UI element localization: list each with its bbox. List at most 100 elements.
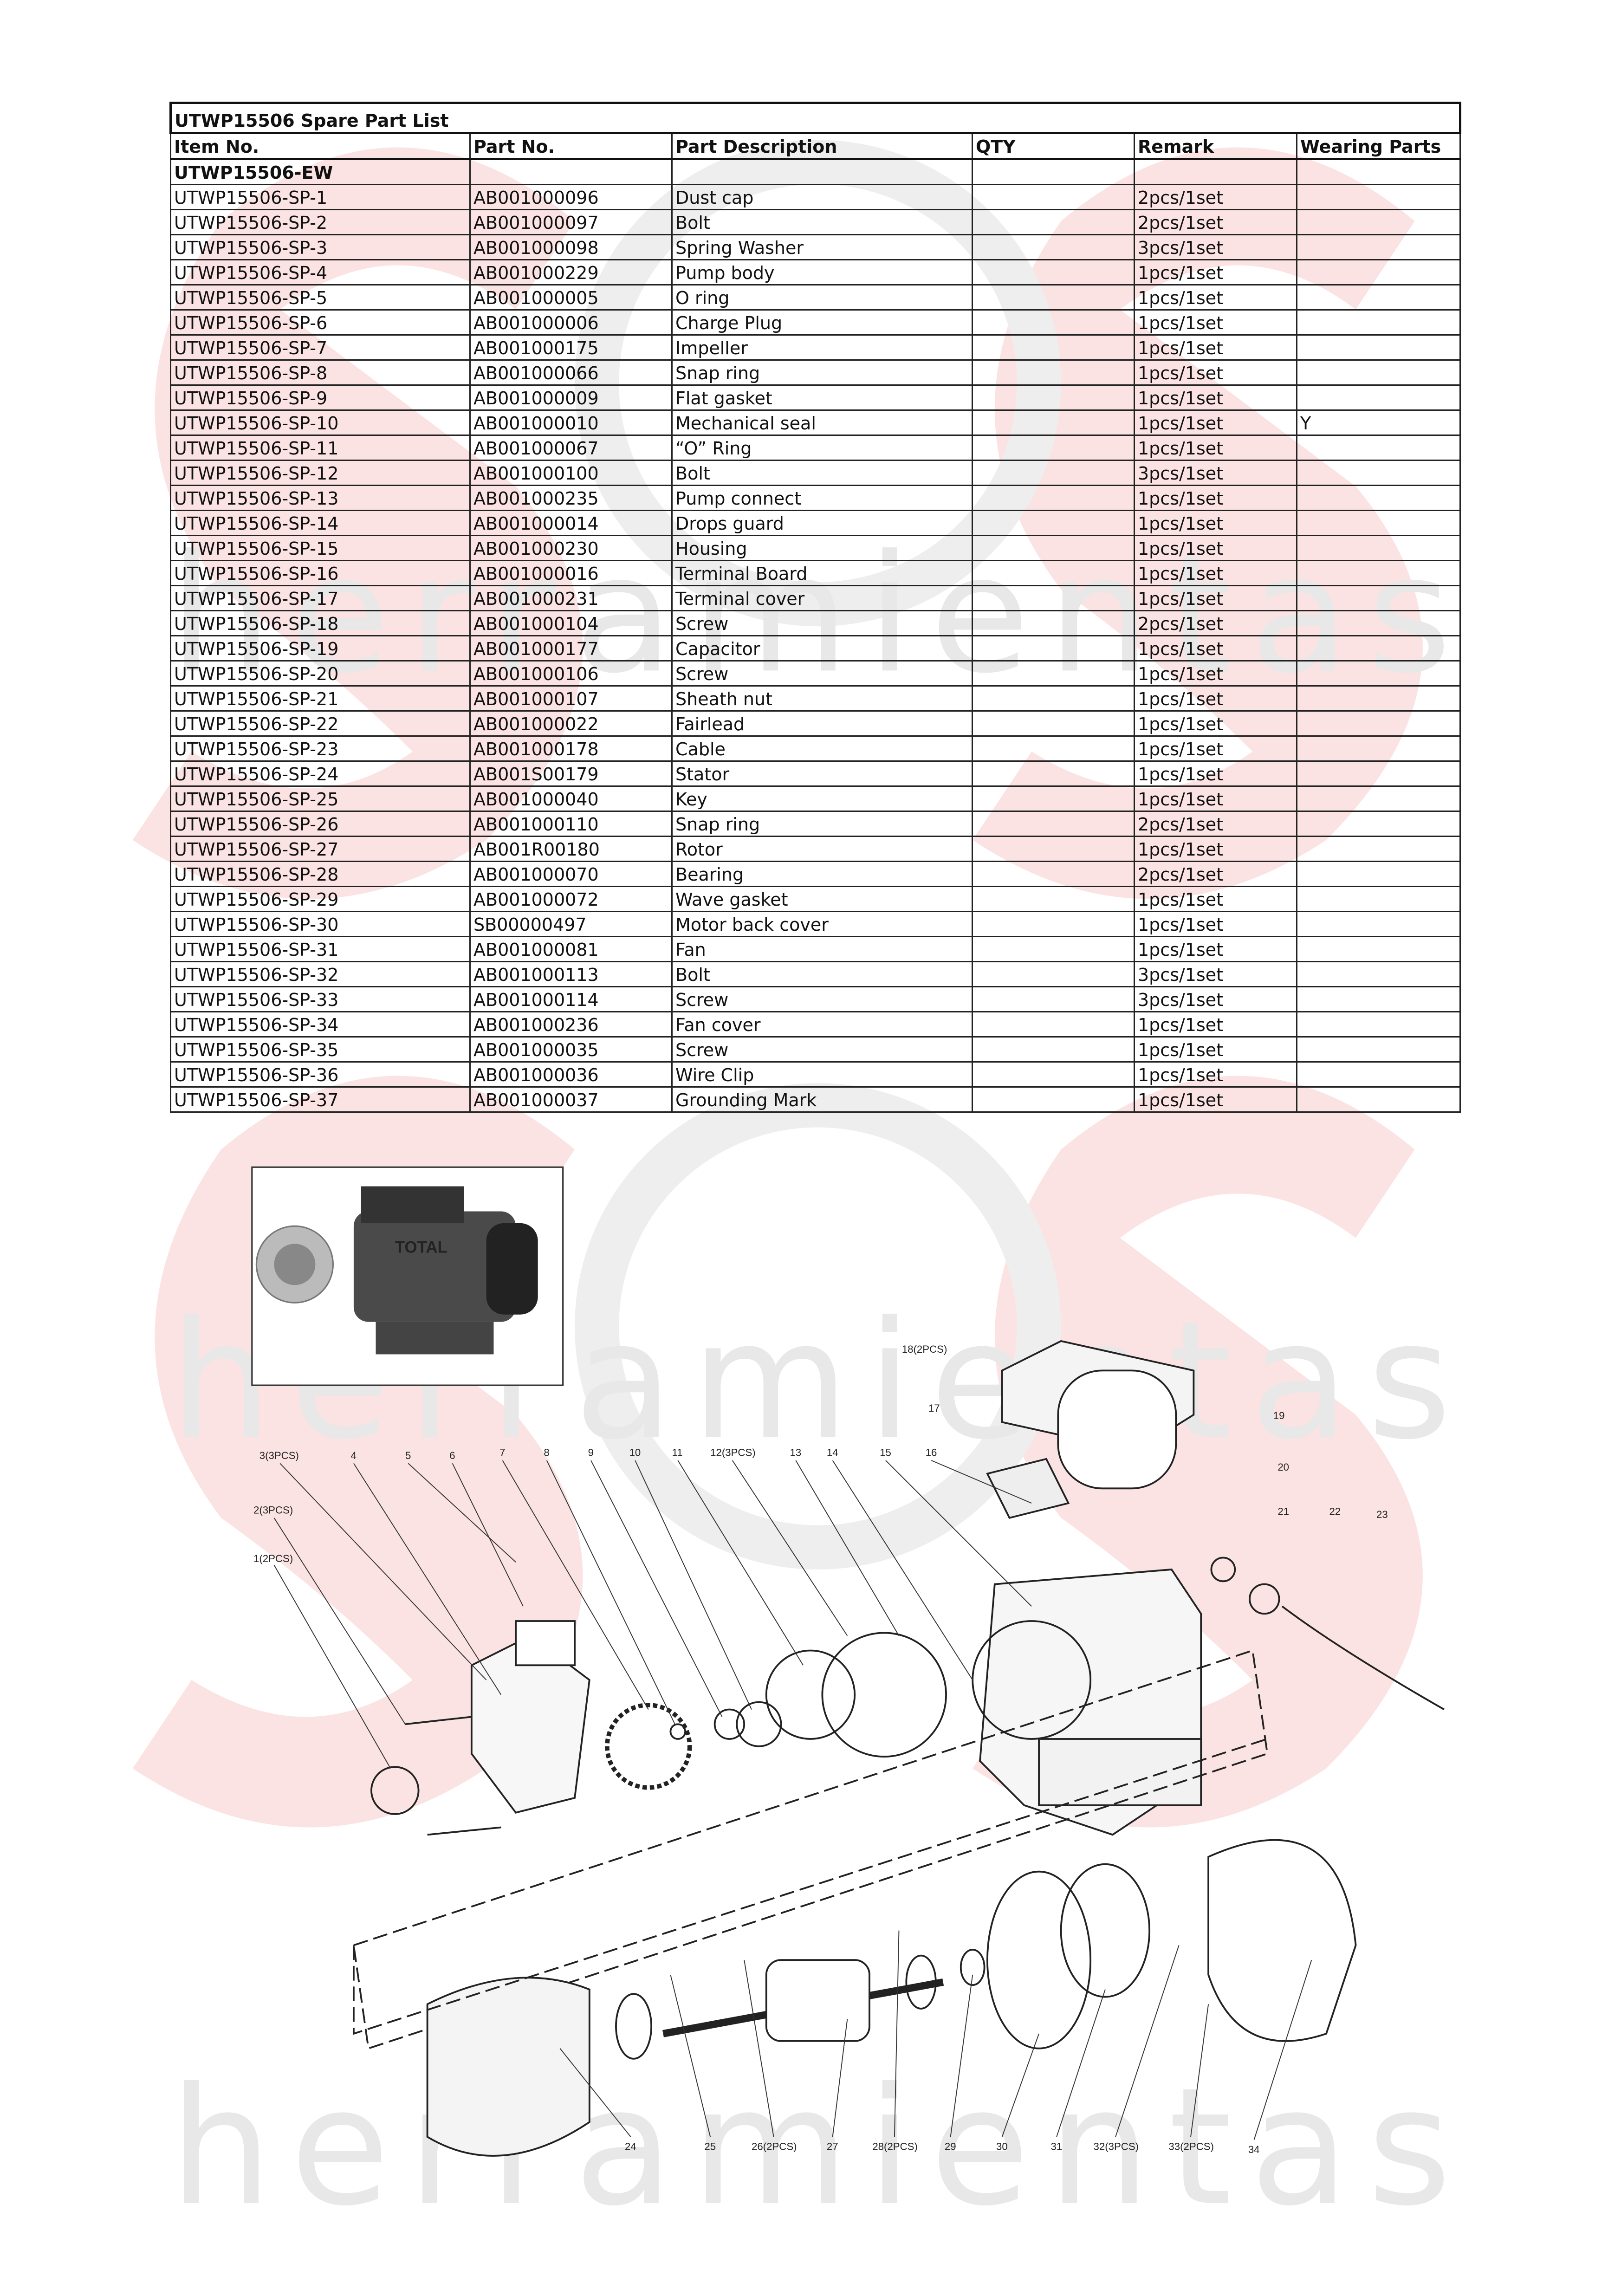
- remark-cell: 2pcs/1set: [1134, 184, 1297, 210]
- callout-label: 3(3PCS): [259, 1450, 299, 1461]
- part-no-cell: AB001000236: [469, 1011, 673, 1038]
- qty-cell: [972, 234, 1135, 260]
- wearing-parts-cell: [1296, 334, 1461, 361]
- item-no-cell: UTWP15506-SP-21: [170, 685, 471, 712]
- remark-cell: 3pcs/1set: [1134, 961, 1297, 987]
- part-description-cell: Screw: [671, 610, 973, 636]
- part-no-cell: AB001000110: [469, 811, 673, 837]
- part-no-cell: AB001000037: [469, 1086, 673, 1113]
- item-no-cell: UTWP15506-SP-11: [170, 435, 471, 461]
- part-no-cell: AB001000005: [469, 284, 673, 311]
- remark-cell: 1pcs/1set: [1134, 635, 1297, 662]
- part-no-cell: AB001000104: [469, 610, 673, 636]
- callout-label: 19: [1273, 1410, 1285, 1421]
- item-no-cell: UTWP15506-SP-18: [170, 610, 471, 636]
- remark-cell: 2pcs/1set: [1134, 811, 1297, 837]
- part-no-cell: AB001000175: [469, 334, 673, 361]
- wearing-parts-cell: [1296, 710, 1461, 737]
- callout-label: 21: [1277, 1505, 1289, 1517]
- part-no-cell: AB001000035: [469, 1036, 673, 1063]
- part-description-cell: Bearing: [671, 861, 973, 887]
- qty-cell: [972, 585, 1135, 611]
- qty-cell: [972, 635, 1135, 662]
- qty-cell: [972, 760, 1135, 787]
- qty-cell: [972, 710, 1135, 737]
- wearing-parts-cell: [1296, 1011, 1461, 1038]
- remark-cell: 1pcs/1set: [1134, 911, 1297, 937]
- remark-cell: 1pcs/1set: [1134, 284, 1297, 311]
- remark-cell: 1pcs/1set: [1134, 710, 1297, 737]
- remark-cell: 1pcs/1set: [1134, 1036, 1297, 1063]
- qty-cell: [972, 460, 1135, 486]
- part-description-cell: Grounding Mark: [671, 1086, 973, 1113]
- part-description-cell: Fan: [671, 936, 973, 962]
- part-description-cell: Wave gasket: [671, 886, 973, 912]
- part-description-cell: Impeller: [671, 334, 973, 361]
- callout-label: 16: [926, 1446, 937, 1458]
- part-no-cell: AB001000177: [469, 635, 673, 662]
- part-description-cell: Housing: [671, 535, 973, 561]
- part-no-cell: AB001R00180: [469, 836, 673, 862]
- part-no-cell: AB001000098: [469, 234, 673, 260]
- callout-label: 20: [1277, 1461, 1289, 1473]
- item-no-cell: UTWP15506-SP-10: [170, 409, 471, 436]
- qty-cell: [972, 485, 1135, 511]
- qty-cell: [972, 861, 1135, 887]
- qty-cell: [972, 1086, 1135, 1113]
- part-description-cell: Drops guard: [671, 510, 973, 536]
- remark-cell: 3pcs/1set: [1134, 234, 1297, 260]
- qty-cell: [972, 1036, 1135, 1063]
- table-title-row: UTWP15506 Spare Part List: [169, 102, 1462, 134]
- part-no-cell: AB001000114: [469, 986, 673, 1012]
- wearing-parts-cell: [1296, 735, 1461, 762]
- qty-cell: [972, 660, 1135, 687]
- item-no-cell: UTWP15506-SP-25: [170, 785, 471, 812]
- part-no-cell: AB001000113: [469, 961, 673, 987]
- remark-cell: 1pcs/1set: [1134, 936, 1297, 962]
- item-no-cell: UTWP15506-SP-37: [170, 1086, 471, 1113]
- remark-cell: 2pcs/1set: [1134, 209, 1297, 235]
- qty-cell: [972, 610, 1135, 636]
- callout-label: 33(2PCS): [1168, 2141, 1214, 2153]
- remark-cell: 1pcs/1set: [1134, 660, 1297, 687]
- wearing-parts-cell: [1296, 1036, 1461, 1063]
- qty-cell: [972, 836, 1135, 862]
- item-no-cell: UTWP15506-SP-5: [170, 284, 471, 311]
- part-no-cell: AB001000066: [469, 359, 673, 386]
- remark-cell: 1pcs/1set: [1134, 735, 1297, 762]
- part-description-cell: Pump body: [671, 259, 973, 285]
- item-no-cell: UTWP15506-SP-13: [170, 485, 471, 511]
- part-description-cell: Charge Plug: [671, 309, 973, 336]
- part-description-cell: “O” Ring: [671, 435, 973, 461]
- col-part-description: Part Description: [671, 132, 973, 160]
- part-description-cell: Mechanical seal: [671, 409, 973, 436]
- part-no-cell: AB001000067: [469, 435, 673, 461]
- remark-cell: 1pcs/1set: [1134, 1011, 1297, 1038]
- item-no-cell: UTWP15506-SP-28: [170, 861, 471, 887]
- remark-cell: 3pcs/1set: [1134, 986, 1297, 1012]
- qty-cell: [972, 209, 1135, 235]
- remark-cell: 2pcs/1set: [1134, 861, 1297, 887]
- wearing-parts-cell: [1296, 209, 1461, 235]
- remark-cell: 1pcs/1set: [1134, 309, 1297, 336]
- wearing-parts-cell: [1296, 961, 1461, 987]
- callout-label: 22: [1329, 1505, 1341, 1517]
- part-no-cell: AB001000178: [469, 735, 673, 762]
- callout-label: 6: [449, 1450, 455, 1461]
- table-title: UTWP15506 Spare Part List: [169, 102, 1462, 134]
- part-no-cell: AB001000096: [469, 184, 673, 210]
